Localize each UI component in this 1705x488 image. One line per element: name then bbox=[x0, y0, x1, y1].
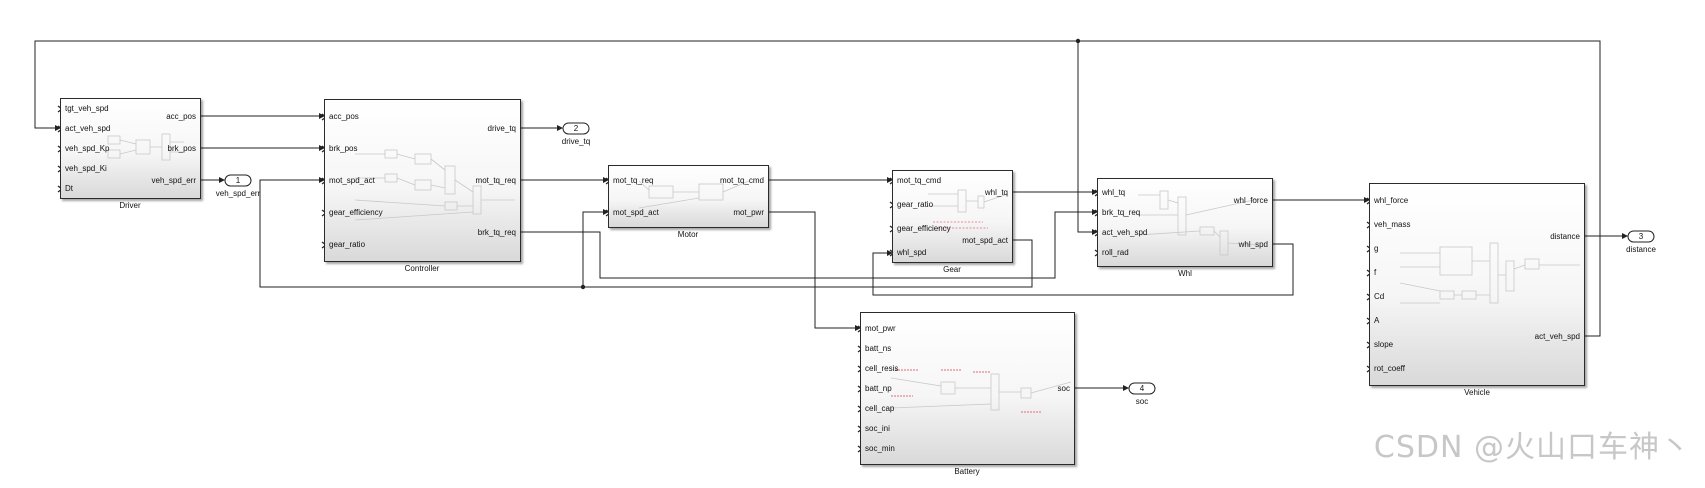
battery-subsystem-preview bbox=[891, 369, 1071, 413]
driver-out-3: veh_spd_err bbox=[151, 176, 196, 185]
whl-in-4: roll_rad bbox=[1102, 248, 1129, 257]
vehicle-in-2: veh_mass bbox=[1374, 220, 1411, 229]
motor-in-1: mot_tq_req bbox=[613, 176, 654, 185]
outport-1-label: veh_spd_err bbox=[215, 189, 261, 198]
controller-block-name: Controller bbox=[404, 264, 440, 273]
driver-block[interactable]: tgt_veh_spd act_veh_spd veh_spd_Kp veh_s… bbox=[60, 98, 201, 199]
whl-out-1: whl_force bbox=[1233, 196, 1268, 205]
battery-in-5: cell_cap bbox=[865, 404, 895, 413]
outport-2-shape bbox=[562, 122, 590, 135]
vehicle-in-8: rot_coeff bbox=[1374, 364, 1405, 373]
controller-in-4: gear_efficiency bbox=[329, 208, 383, 217]
branch-point bbox=[580, 284, 586, 290]
driver-block-name: Driver bbox=[119, 201, 141, 210]
vehicle-block[interactable]: whl_force veh_mass g f Cd A slope rot_co… bbox=[1369, 183, 1585, 386]
controller-in-5: gear_ratio bbox=[329, 240, 366, 249]
controller-out-2: mot_tq_req bbox=[475, 176, 516, 185]
outport-1-shape bbox=[224, 174, 252, 187]
battery-in-7: soc_min bbox=[865, 444, 895, 453]
motor-subsystem-preview bbox=[639, 180, 749, 209]
battery-in-6: soc_ini bbox=[865, 424, 890, 433]
battery-in-3: cell_resis bbox=[865, 364, 899, 373]
whl-in-2: brk_tq_req bbox=[1102, 208, 1141, 217]
gear-block[interactable]: mot_tq_cmd gear_ratio gear_efficiency wh… bbox=[892, 170, 1013, 263]
outport-4-label: soc bbox=[1135, 397, 1149, 406]
wire-act-veh-spd-feedback bbox=[34, 40, 1601, 337]
whl-out-2: whl_spd bbox=[1238, 240, 1268, 249]
vehicle-out-2: act_veh_spd bbox=[1534, 332, 1580, 341]
watermark: CSDN @火山口车神丶 bbox=[1373, 430, 1691, 465]
controller-in-3: mot_spd_act bbox=[329, 176, 375, 185]
battery-out-1: soc bbox=[1057, 384, 1070, 393]
gear-in-3: gear_efficiency bbox=[897, 224, 951, 233]
driver-out-1: acc_pos bbox=[166, 112, 196, 121]
outport-1-number[interactable]: 1 bbox=[235, 176, 241, 185]
battery-in-2: batt_ns bbox=[865, 344, 892, 353]
vehicle-in-6: A bbox=[1374, 316, 1380, 325]
driver-in-2: act_veh_spd bbox=[65, 124, 111, 133]
controller-out-3: brk_tq_req bbox=[477, 228, 516, 237]
outport-3-shape bbox=[1627, 230, 1655, 243]
wire-whl-spd bbox=[872, 243, 1294, 296]
whl-in-1: whl_tq bbox=[1102, 188, 1126, 197]
gear-subsystem-preview bbox=[928, 189, 1008, 229]
driver-in-4: veh_spd_Ki bbox=[65, 164, 107, 173]
gear-in-2: gear_ratio bbox=[897, 200, 934, 209]
driver-in-5: Dt bbox=[65, 184, 73, 193]
driver-out-2: brk_pos bbox=[167, 144, 196, 153]
vehicle-in-5: Cd bbox=[1374, 292, 1385, 301]
wire-gear-mot-spd-act bbox=[259, 177, 1033, 288]
gear-out-1: whl_tq bbox=[984, 188, 1008, 197]
outport-4-shape bbox=[1128, 382, 1156, 395]
vehicle-block-name: Vehicle bbox=[1464, 388, 1490, 397]
controller-block[interactable]: acc_pos brk_pos mot_spd_act gear_efficie… bbox=[324, 99, 521, 262]
vehicle-in-4: f bbox=[1374, 268, 1377, 277]
gear-out-2: mot_spd_act bbox=[962, 236, 1008, 245]
motor-out-2: mot_pwr bbox=[733, 208, 764, 217]
whl-block-name: Whl bbox=[1178, 269, 1192, 278]
wire-act-veh-spd-to-whl bbox=[1077, 41, 1098, 235]
whl-in-3: act_veh_spd bbox=[1102, 228, 1148, 237]
wire-mot-spd-to-motor bbox=[582, 209, 609, 287]
branch-point bbox=[1075, 38, 1081, 44]
motor-in-2: mot_spd_act bbox=[613, 208, 659, 217]
outport-2-number[interactable]: 2 bbox=[573, 124, 579, 133]
driver-subsystem-preview bbox=[107, 133, 184, 161]
wire-brk-tq-req bbox=[521, 209, 1098, 279]
battery-block-name: Battery bbox=[954, 467, 980, 476]
controller-out-1: drive_tq bbox=[487, 124, 516, 133]
whl-subsystem-preview bbox=[1138, 190, 1258, 256]
motor-out-1: mot_tq_cmd bbox=[719, 176, 764, 185]
outport-2-label: drive_tq bbox=[561, 137, 591, 146]
vehicle-out-1: distance bbox=[1550, 232, 1580, 241]
vehicle-subsystem-preview bbox=[1400, 242, 1580, 304]
gear-in-4: whl_spd bbox=[897, 248, 927, 257]
driver-in-1: tgt_veh_spd bbox=[65, 104, 109, 113]
battery-in-1: mot_pwr bbox=[865, 324, 896, 333]
wire-mot-pwr bbox=[769, 211, 861, 331]
vehicle-in-3: g bbox=[1374, 244, 1379, 253]
controller-in-2: brk_pos bbox=[329, 144, 358, 153]
outport-4-number[interactable]: 4 bbox=[1139, 384, 1145, 393]
gear-in-1: mot_tq_cmd bbox=[897, 176, 942, 185]
controller-subsystem-preview bbox=[355, 149, 515, 221]
battery-block[interactable]: mot_pwr batt_ns cell_resis batt_np cell_… bbox=[860, 312, 1075, 465]
motor-block[interactable]: mot_tq_req mot_spd_act mot_tq_cmd mot_pw… bbox=[608, 165, 769, 228]
battery-in-4: batt_np bbox=[865, 384, 892, 393]
motor-block-name: Motor bbox=[677, 230, 699, 239]
vehicle-in-1: whl_force bbox=[1374, 196, 1409, 205]
outport-3-label: distance bbox=[1626, 245, 1656, 254]
whl-block[interactable]: whl_tq brk_tq_req act_veh_spd roll_rad w… bbox=[1097, 178, 1273, 267]
vehicle-in-7: slope bbox=[1374, 340, 1394, 349]
outport-3-number[interactable]: 3 bbox=[1638, 232, 1644, 241]
gear-block-name: Gear bbox=[943, 265, 961, 274]
controller-in-1: acc_pos bbox=[329, 112, 359, 121]
driver-in-3: veh_spd_Kp bbox=[65, 144, 110, 153]
